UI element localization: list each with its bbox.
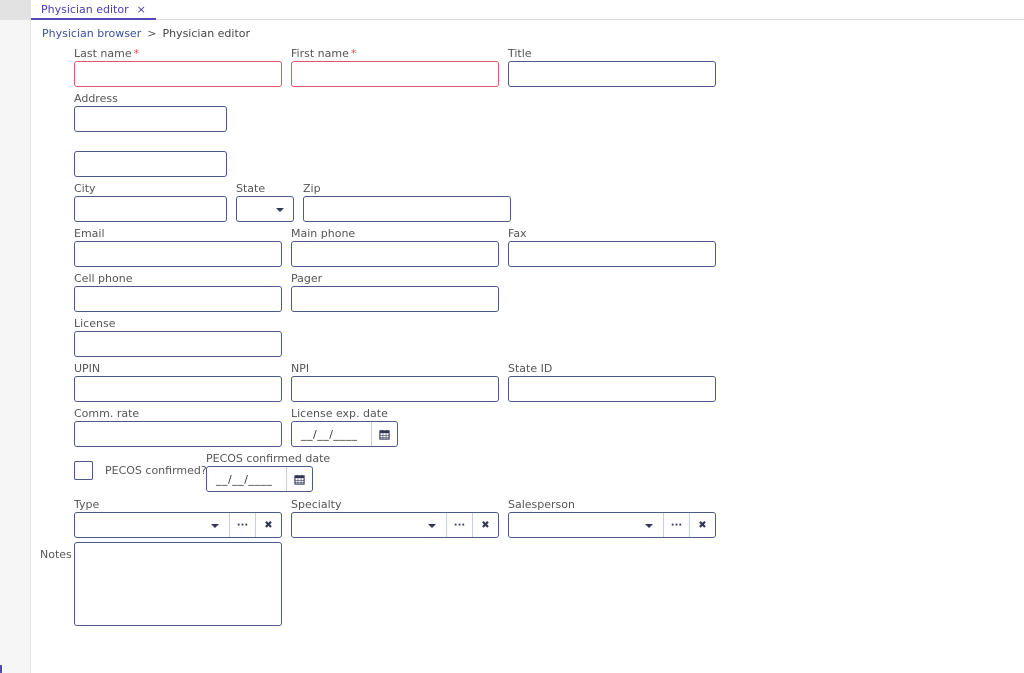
calendar-button[interactable] xyxy=(286,467,312,491)
license-field[interactable] xyxy=(74,331,282,357)
email-field[interactable] xyxy=(74,241,282,267)
date-mask[interactable]: __/__/____ xyxy=(301,428,358,441)
fax-field[interactable] xyxy=(508,241,716,267)
left-sidebar xyxy=(0,0,31,673)
state-select[interactable] xyxy=(236,196,294,222)
specialty-label: Specialty xyxy=(291,498,342,511)
chevron-down-icon[interactable] xyxy=(276,208,284,212)
npi-field[interactable] xyxy=(291,376,499,402)
pecos-confirmed-label: PECOS confirmed? xyxy=(105,464,207,477)
type-lookup[interactable]: ··· ✖ xyxy=(74,512,282,538)
city-label: City xyxy=(74,182,96,195)
pecos-confirmed-date-label: PECOS confirmed date xyxy=(206,452,331,465)
tab-bar: Physician editor × xyxy=(31,0,1024,20)
required-mark: * xyxy=(133,47,140,60)
first-name-field[interactable] xyxy=(291,61,499,87)
notes-label: Notes xyxy=(40,548,72,561)
first-name-label: First name* xyxy=(291,47,357,60)
title-field[interactable] xyxy=(508,61,716,87)
pecos-confirmed-checkbox[interactable] xyxy=(74,461,93,480)
cell-phone-label: Cell phone xyxy=(74,272,133,285)
license-exp-date-label: License exp. date xyxy=(291,407,388,420)
last-name-field[interactable] xyxy=(74,61,282,87)
salesperson-clear-button[interactable]: ✖ xyxy=(689,513,715,537)
salesperson-more-button[interactable]: ··· xyxy=(663,513,689,537)
state-label: State xyxy=(236,182,266,195)
address-line2-field[interactable] xyxy=(74,151,227,177)
pager-label: Pager xyxy=(291,272,323,285)
comm-rate-field[interactable] xyxy=(74,421,282,447)
address-line1-field[interactable] xyxy=(74,106,227,132)
upin-field[interactable] xyxy=(74,376,282,402)
type-more-button[interactable]: ··· xyxy=(229,513,255,537)
title-label: Title xyxy=(508,47,532,60)
tab-physician-editor[interactable]: Physician editor × xyxy=(31,0,156,20)
cell-phone-field[interactable] xyxy=(74,286,282,312)
chevron-down-icon[interactable] xyxy=(645,524,653,528)
calendar-button[interactable] xyxy=(371,422,397,446)
sidebar-indicator xyxy=(0,665,2,673)
left-sidebar-header xyxy=(0,0,31,20)
license-exp-date-field[interactable]: __/__/____ xyxy=(291,421,398,447)
type-clear-button[interactable]: ✖ xyxy=(255,513,281,537)
license-label: License xyxy=(74,317,116,330)
specialty-lookup[interactable]: ··· ✖ xyxy=(291,512,499,538)
pecos-confirmed-date-field[interactable]: __/__/____ xyxy=(206,466,313,492)
breadcrumb-current: Physician editor xyxy=(162,27,251,40)
chevron-down-icon[interactable] xyxy=(428,524,436,528)
main-phone-label: Main phone xyxy=(291,227,356,240)
breadcrumb-parent-link[interactable]: Physician browser xyxy=(42,27,142,40)
comm-rate-label: Comm. rate xyxy=(74,407,140,420)
state-id-label: State ID xyxy=(508,362,553,375)
npi-label: NPI xyxy=(291,362,310,375)
tab-label[interactable]: Physician editor xyxy=(41,2,129,16)
chevron-down-icon[interactable] xyxy=(211,524,219,528)
required-mark: * xyxy=(350,47,357,60)
zip-field[interactable] xyxy=(303,196,511,222)
specialty-more-button[interactable]: ··· xyxy=(446,513,472,537)
fax-label: Fax xyxy=(508,227,527,240)
notes-textarea[interactable] xyxy=(74,542,282,626)
calendar-icon[interactable] xyxy=(294,474,305,485)
type-label: Type xyxy=(74,498,100,511)
calendar-icon[interactable] xyxy=(379,429,390,440)
specialty-clear-button[interactable]: ✖ xyxy=(472,513,498,537)
last-name-label: Last name* xyxy=(74,47,140,60)
state-id-field[interactable] xyxy=(508,376,716,402)
salesperson-lookup[interactable]: ··· ✖ xyxy=(508,512,716,538)
upin-label: UPIN xyxy=(74,362,101,375)
breadcrumb: Physician browser > Physician editor xyxy=(42,27,250,40)
email-label: Email xyxy=(74,227,105,240)
main-phone-field[interactable] xyxy=(291,241,499,267)
zip-label: Zip xyxy=(303,182,321,195)
pager-field[interactable] xyxy=(291,286,499,312)
address-label: Address xyxy=(74,92,118,105)
breadcrumb-separator: > xyxy=(147,27,157,40)
salesperson-label: Salesperson xyxy=(508,498,575,511)
date-mask[interactable]: __/__/____ xyxy=(216,473,273,486)
tab-close-icon[interactable]: × xyxy=(136,2,146,16)
city-field[interactable] xyxy=(74,196,227,222)
